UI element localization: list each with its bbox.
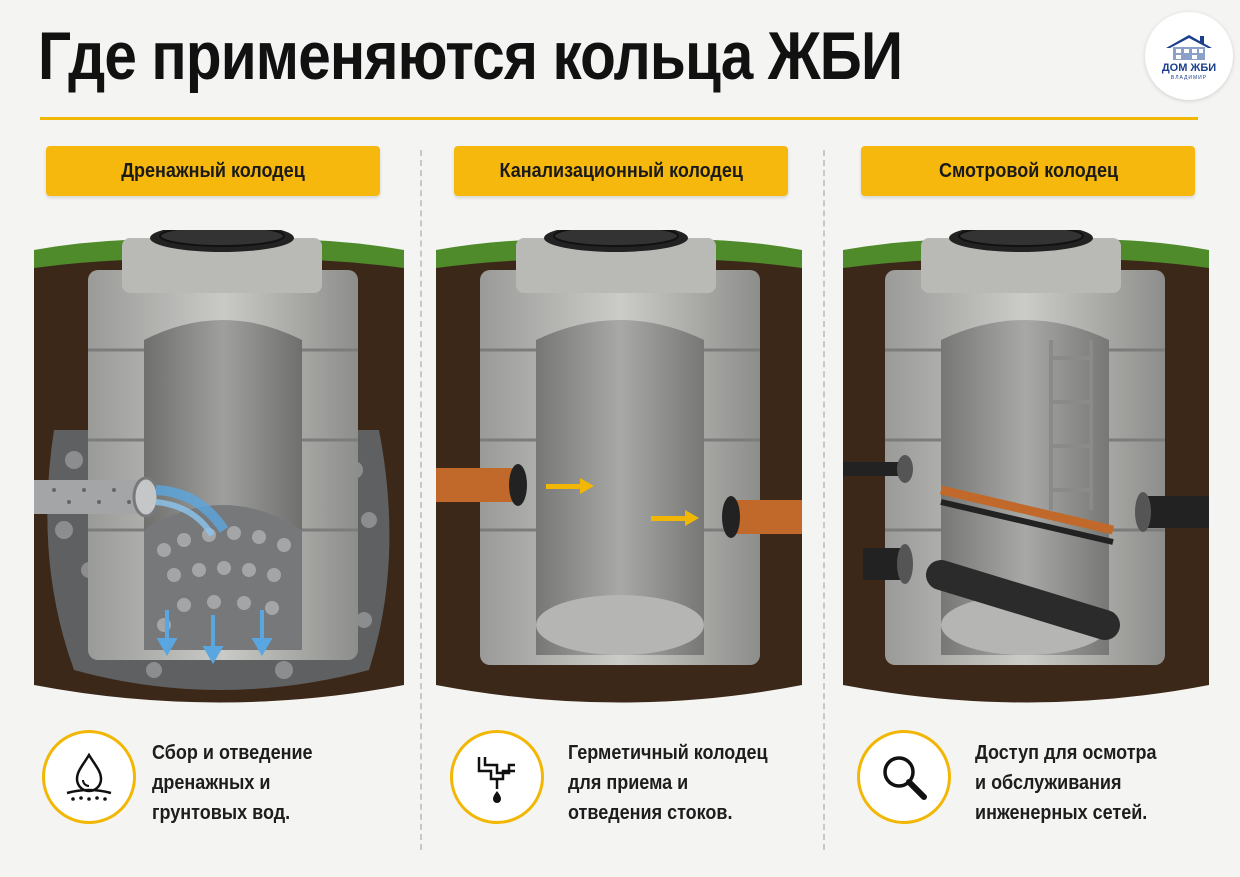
inspection-description: Доступ для осмотра и обслуживания инжене… — [975, 738, 1225, 828]
description-line: отведения стоков. — [568, 802, 733, 824]
column-drainage-well: Дренажный колодец — [34, 146, 404, 866]
inspection-well-illustration — [843, 230, 1209, 703]
house-logo-icon — [1166, 34, 1212, 60]
column-inspection-well: Смотровой колодец — [843, 146, 1213, 866]
label-drainage-well: Дренажный колодец — [46, 146, 380, 196]
page-title: Где применяются кольца ЖБИ — [38, 18, 903, 94]
inspection-icon-badge — [857, 730, 951, 824]
description-line: Сбор и отведение — [152, 742, 313, 764]
sewer-description: Герметичный колодец для приема и отведен… — [568, 738, 818, 828]
sewer-pipe-icon — [477, 757, 515, 803]
title-underline — [40, 117, 1198, 120]
water-drop-icon — [66, 752, 112, 801]
label-text: Канализационный колодец — [499, 159, 743, 182]
label-sewer-well: Канализационный колодец — [454, 146, 788, 196]
description-line: дренажных и — [152, 772, 271, 794]
label-text: Смотровой колодец — [938, 159, 1118, 182]
sewer-well-illustration — [436, 230, 802, 703]
description-line: инженерных сетей. — [975, 802, 1148, 824]
drainage-well-illustration — [34, 230, 404, 703]
description-line: и обслуживания — [975, 772, 1122, 794]
description-line: грунтовых вод. — [152, 802, 291, 824]
column-divider-1 — [420, 150, 422, 850]
description-line: для приема и — [568, 772, 689, 794]
drainage-icon-badge — [42, 730, 136, 824]
drainage-description: Сбор и отведение дренажных и грунтовых в… — [152, 738, 402, 828]
logo-name: ДОМ ЖБИ — [1161, 61, 1217, 74]
column-sewer-well: Канализационный колодец — [436, 146, 806, 866]
sewer-icon-badge — [450, 730, 544, 824]
column-divider-2 — [823, 150, 825, 850]
logo-city: ВЛАДИМИР — [1170, 74, 1208, 81]
magnifier-icon — [883, 756, 927, 800]
description-line: Доступ для осмотра — [975, 742, 1157, 764]
description-line: Герметичный колодец — [568, 742, 768, 764]
brand-logo: ДОМ ЖБИ ВЛАДИМИР — [1145, 12, 1233, 100]
label-inspection-well: Смотровой колодец — [861, 146, 1195, 196]
label-text: Дренажный колодец — [121, 159, 305, 182]
